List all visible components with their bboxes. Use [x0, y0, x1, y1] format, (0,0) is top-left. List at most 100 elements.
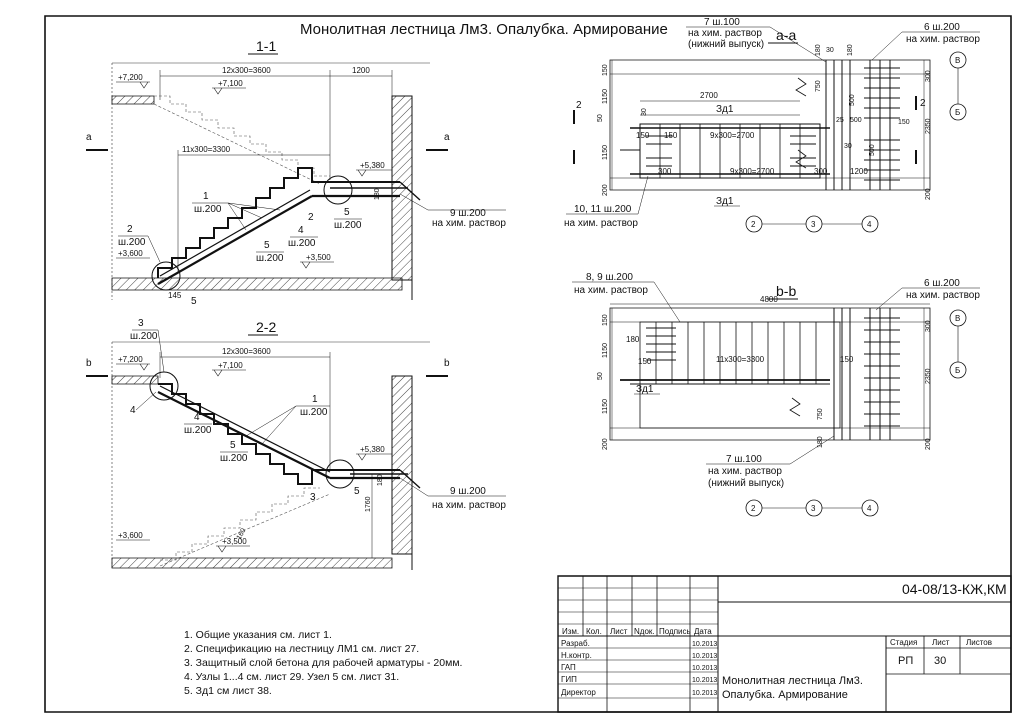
level-3500-1-1: +3,500 — [306, 253, 331, 262]
callout-7-line2-bb: на хим. раствор — [708, 466, 782, 477]
node-circle-2-2-bottom — [326, 460, 354, 488]
level-5380-2-2: +5,380 — [360, 445, 385, 454]
dim-lower-run-1-1: 11х300=3300 — [182, 145, 231, 154]
plan-a-a-outline — [610, 60, 930, 190]
dim-500b-aa: 500 — [850, 117, 862, 124]
axis-2-bb: 2 — [751, 504, 756, 513]
dim-750-bb: 750 — [817, 408, 824, 420]
dim-1150b-bb: 1150 — [602, 399, 609, 414]
cut-a-right: а — [444, 132, 450, 143]
tb-header-izm: Изм. — [562, 627, 579, 636]
dim-200b-aa: 200 — [602, 184, 609, 196]
dim-180a-bb: 180 — [626, 335, 640, 344]
callout-6-line1-aa: 6 ш.200 — [924, 22, 960, 33]
cut-a-left: а — [86, 132, 92, 143]
section-2-2-label: 2-2 — [256, 319, 276, 335]
callout-4a: 4 — [130, 405, 136, 416]
callout-5-spec: ш.200 — [220, 453, 248, 464]
dim-landing-1-1: 1200 — [352, 66, 370, 75]
callout-7-line1-aa: 7 ш.100 — [704, 17, 740, 28]
tb-name-line2: Опалубка. Армирование — [722, 689, 848, 701]
axis-3-bb: 3 — [811, 504, 816, 513]
level-7100-2-2: +7,100 — [218, 361, 243, 370]
label-zd1-aa: Зд1 — [716, 104, 734, 115]
section-2-2: 2-2 12х300=3600 +7,200 +7,100 +5,380 — [86, 318, 506, 570]
tb-date-2: 10.2013 — [692, 653, 717, 660]
callout-3-num: 3 — [138, 318, 144, 329]
callout-2-spec: ш.200 — [118, 237, 146, 248]
tb-stage-value: РП — [898, 655, 913, 667]
wall-right-2-2 — [392, 376, 412, 554]
dim-1200-aa: 1200 — [850, 167, 868, 176]
cut-2-left-aa: 2 — [576, 100, 582, 111]
tb-role-gip: ГИП — [561, 675, 577, 684]
tb-date-5: 10.2013 — [692, 690, 717, 697]
callout-7-line2-aa: на хим. раствор — [688, 28, 762, 39]
callout-4-num: 4 — [298, 225, 304, 236]
dim-300a-aa: 300 — [658, 167, 672, 176]
section-1-1-label: 1-1 — [256, 38, 276, 54]
sheet-title: Монолитная лестница Лм3. Опалубка. Армир… — [300, 21, 668, 38]
callout-4-spec: ш.200 — [288, 238, 316, 249]
callout-6-line2-bb: на хим. раствор — [906, 290, 980, 301]
dim-run-2-2: 12х300=3600 — [222, 347, 271, 356]
tb-name-line1: Монолитная лестница Лм3. — [722, 675, 863, 687]
callout-2-num: 2 — [127, 224, 133, 235]
dim-1150a-bb: 1150 — [602, 343, 609, 358]
dim-1150b-aa: 1150 — [602, 145, 609, 160]
dim-30a-aa: 30 — [641, 108, 648, 116]
callout-1-spec-2-2: ш.200 — [300, 407, 328, 418]
level-3600-1-1: +3,600 — [118, 249, 143, 258]
sheet-frame — [45, 16, 1011, 712]
tb-header-data: Дата — [694, 627, 712, 636]
level-5380-1-1: +5,380 — [360, 161, 385, 170]
axis-4-bubble-aa — [862, 216, 878, 232]
tb-date-4: 10.2013 — [692, 677, 717, 684]
callout-9-num-2-2: 9 ш.200 — [450, 486, 486, 497]
callout-5-num: 5 — [264, 240, 270, 251]
dim-150l-bb: 150 — [602, 314, 609, 326]
dim-150b-aa: 150 — [664, 131, 678, 140]
callout-1011-line1-aa: 10, 11 ш.200 — [574, 204, 632, 215]
tb-header-kol: Кол. — [586, 627, 602, 636]
level-7200-1-1: +7,200 — [118, 73, 143, 82]
dim-300c-aa: 300 — [925, 70, 932, 82]
dim-160-2-2: 160 — [236, 527, 248, 541]
cut-2-right-aa: 2 — [920, 98, 926, 109]
level-7100-1-1: +7,100 — [218, 79, 243, 88]
callout-1011-line2-aa: на хим. раствор — [564, 218, 638, 229]
section-1-1: 1-1 12х300=3600 1200 11 — [86, 38, 506, 307]
note-4: 4. Узлы 1...4 см. лист 29. Узел 5 см. ли… — [184, 671, 399, 683]
axis-4-aa: 4 — [867, 220, 872, 229]
document-code: 04-08/13-КЖ,КМ — [902, 581, 1007, 597]
dim-180b-aa: 180 — [847, 44, 854, 56]
dim-50-aa: 50 — [597, 114, 604, 122]
level-3500-2-2: +3,500 — [222, 537, 247, 546]
section-b-b-label: b-b — [776, 283, 796, 299]
tb-role-razrab: Разраб. — [561, 639, 590, 648]
plan-b-b-steps — [656, 322, 816, 384]
tb-date-1: 10.2013 — [692, 641, 717, 648]
dim-500a-aa: 500 — [849, 94, 856, 106]
dim-11x300-bb: 11х300=3300 — [716, 355, 765, 364]
axis-4-bb: 4 — [867, 504, 872, 513]
tb-header-list: Лист — [610, 627, 628, 636]
plan-a-a-steps — [660, 124, 800, 178]
dim-1150a-aa: 1150 — [602, 89, 609, 104]
dim-300b-aa: 300 — [814, 167, 828, 176]
cut-b-left: b — [86, 358, 92, 369]
callout-5b-spec: ш.200 — [334, 220, 362, 231]
dim-30c-aa: 30 — [844, 143, 852, 150]
general-notes: 1. Общие указания см. лист 1. 2. Специфи… — [184, 629, 462, 697]
dim-run-1-1: 12х300=3600 — [222, 66, 271, 75]
callout-7-line1-bb: 7 ш.100 — [726, 454, 762, 465]
axis-b-bubble-bb — [950, 362, 966, 378]
callout-5-spec: ш.200 — [256, 253, 284, 264]
dim-180-1-1: 180 — [374, 188, 381, 200]
callout-7-line3-aa: (нижний выпуск) — [688, 39, 764, 50]
dim-180a-aa: 180 — [815, 44, 822, 56]
note-3: 3. Защитный слой бетона для рабочей арма… — [184, 657, 462, 669]
callout-6-line2-aa: на хим. раствор — [906, 34, 980, 45]
dim-150l-aa: 150 — [602, 64, 609, 76]
tb-sheet-label: Лист — [932, 638, 950, 647]
